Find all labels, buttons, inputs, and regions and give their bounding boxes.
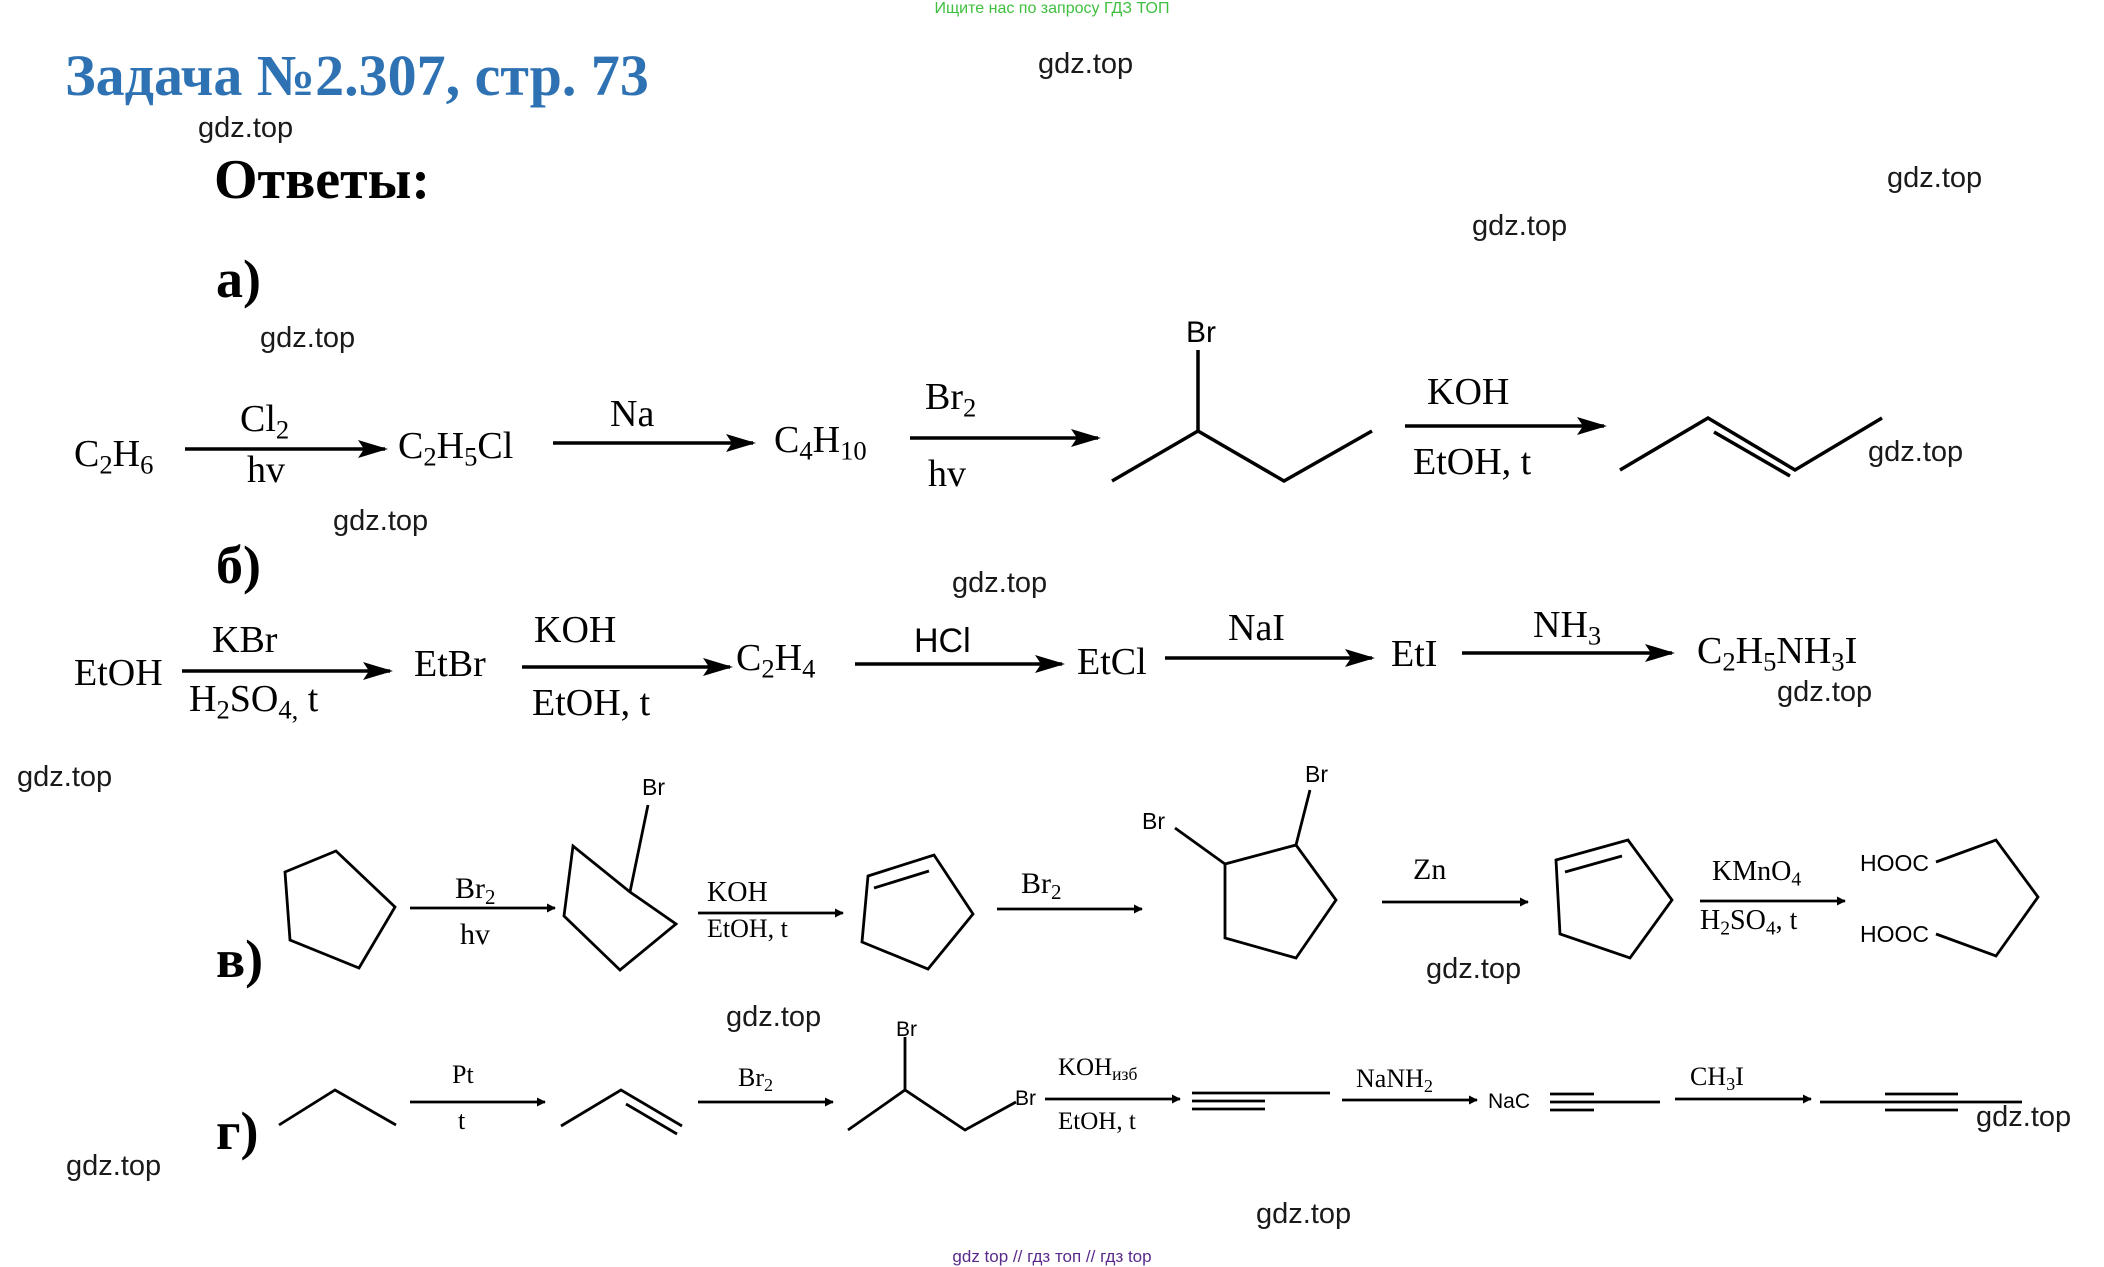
- watermark: gdz.top: [1472, 210, 1568, 242]
- watermark: gdz.top: [1426, 953, 1522, 985]
- watermark: gdz.top: [333, 505, 429, 537]
- reagent-br2: Br2: [925, 376, 977, 423]
- condition-h2so4-t: H2SO4, t: [189, 678, 319, 725]
- atom-br: Br: [1015, 1087, 1036, 1110]
- cyclopentene-ring: [1554, 838, 1674, 960]
- part-label-g: г): [216, 1101, 259, 1161]
- watermark: gdz.top: [260, 322, 356, 354]
- condition-etoh-t: EtOH, t: [1413, 441, 1532, 483]
- propene-skeleton: [560, 1088, 683, 1128]
- reagent-koh: KOH: [534, 609, 617, 651]
- part-label-b: б): [216, 535, 261, 595]
- reagent-koh: KOH: [1427, 371, 1510, 413]
- watermark: gdz.top: [952, 567, 1048, 599]
- condition-etoh-t: EtOH, t: [707, 914, 788, 943]
- page-title: Задача №2.307, стр. 73: [65, 43, 649, 108]
- bromobutane-skeleton: [1111, 428, 1373, 484]
- part-label-v: в): [216, 929, 264, 989]
- reagent-na: Na: [610, 393, 655, 435]
- dibromocyclopentane-br-bond: [1174, 826, 1226, 866]
- watermark: gdz.top: [1038, 48, 1134, 80]
- propene-double-bond: [625, 1102, 678, 1136]
- cyclopentane-ring: [283, 849, 397, 970]
- reagent-kmno4: KMnO4: [1712, 856, 1802, 891]
- watermark: gdz.top: [1868, 436, 1964, 468]
- reagent-cl2: Cl2: [240, 398, 290, 445]
- atom-br: Br: [1305, 761, 1328, 787]
- formula-c2h5cl: C2H5Cl: [398, 425, 514, 472]
- condition-hv: hv: [460, 918, 490, 951]
- formula-etcl: EtCl: [1077, 641, 1147, 683]
- butene-skeleton: [1619, 415, 1883, 473]
- formula-c2h6: C2H6: [74, 433, 154, 480]
- bromocyclopentane-br-bond: [628, 804, 650, 893]
- condition-hv: hv: [928, 453, 966, 495]
- group-hooc: HOOC: [1860, 921, 1929, 947]
- condition-h2so4-t: H2SO4, t: [1700, 905, 1798, 940]
- reagent-hcl: HCl: [914, 622, 971, 660]
- condition-etoh-t: EtOH, t: [532, 682, 651, 724]
- top-banner: Ищите нас по запросу ГДЗ ТОП: [934, 0, 1170, 17]
- cyclopentene-double-bond: [873, 869, 930, 890]
- watermark: gdz.top: [726, 1001, 822, 1033]
- cyclopentene-double-bond: [1564, 854, 1623, 874]
- reagent-ch3i: CH3I: [1690, 1062, 1744, 1095]
- dibromocyclopentane-ring: [1223, 843, 1338, 960]
- atom-br: Br: [1142, 808, 1165, 834]
- watermark: gdz.top: [1976, 1101, 2072, 1133]
- part-label-a: а): [216, 249, 261, 309]
- formula-c2h5nh3i: C2H5NH3I: [1697, 630, 1858, 677]
- atom-br: Br: [896, 1018, 917, 1041]
- reagent-pt: Pt: [452, 1060, 474, 1089]
- reagent-br2: Br2: [1021, 867, 1062, 904]
- formula-c4h10: C4H10: [774, 419, 867, 466]
- formula-c2h4: C2H4: [736, 637, 816, 684]
- reagent-nh3: NH3: [1533, 604, 1602, 651]
- reagent-koh: KOH: [707, 877, 768, 908]
- watermark: gdz.top: [1256, 1198, 1352, 1230]
- butene-double-bond: [1713, 430, 1791, 478]
- group-hooc: HOOC: [1860, 850, 1929, 876]
- watermark: gdz.top: [66, 1150, 162, 1182]
- reagent-br2: Br2: [455, 872, 496, 909]
- propane-skeleton: [278, 1088, 397, 1127]
- dibromocyclopentane-br-bond: [1294, 789, 1312, 846]
- glutaric-acid-chain: [1935, 838, 2040, 958]
- reagent-kbr: KBr: [212, 619, 278, 661]
- watermark: gdz.top: [1777, 676, 1873, 708]
- group-nac: NaC: [1488, 1090, 1531, 1113]
- formula-etoh: EtOH: [74, 652, 163, 694]
- reagent-nai: NaI: [1228, 607, 1285, 649]
- watermark: gdz.top: [1887, 162, 1983, 194]
- formula-eti: EtI: [1391, 633, 1438, 675]
- watermark: gdz.top: [198, 112, 294, 144]
- atom-br: Br: [1186, 316, 1216, 349]
- condition-etoh-t: EtOH, t: [1058, 1108, 1136, 1135]
- footer-links: gdz top // гдз топ // гдз top: [952, 1247, 1152, 1266]
- reagent-nanh2: NaNH2: [1356, 1064, 1433, 1097]
- reagent-zn: Zn: [1413, 853, 1447, 886]
- dibromopropane-skeleton: [847, 1088, 1017, 1132]
- reagent-br2: Br2: [738, 1063, 774, 1096]
- bromocyclopentane-ring: [562, 843, 679, 972]
- condition-hv: hv: [247, 449, 285, 491]
- reagent-koh-excess: KOHизб: [1058, 1054, 1138, 1084]
- atom-br: Br: [642, 774, 665, 800]
- watermark: gdz.top: [17, 761, 113, 793]
- formula-etbr: EtBr: [414, 643, 486, 685]
- condition-t: t: [458, 1106, 466, 1135]
- answers-heading: Ответы:: [214, 149, 431, 211]
- cyclopentene-ring: [860, 853, 975, 971]
